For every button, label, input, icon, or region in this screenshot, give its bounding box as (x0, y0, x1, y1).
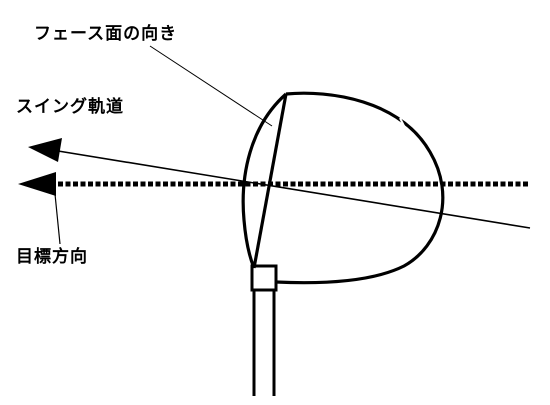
crown-tick (399, 117, 405, 127)
target-direction-label: 目標方向 (16, 247, 88, 267)
swing-path-arrowhead (28, 138, 62, 162)
club-face-line (252, 93, 288, 269)
target-direction-leader (54, 193, 61, 245)
face-direction-leader (149, 45, 273, 127)
club-head-outline (241, 91, 445, 285)
face-direction-label: フェース面の向き (34, 24, 178, 44)
swing-path-label: スイング軌道 (16, 97, 124, 117)
swing-path-line (51, 149, 531, 229)
target-direction-arrowhead (18, 172, 56, 196)
club-hosel (250, 264, 278, 292)
